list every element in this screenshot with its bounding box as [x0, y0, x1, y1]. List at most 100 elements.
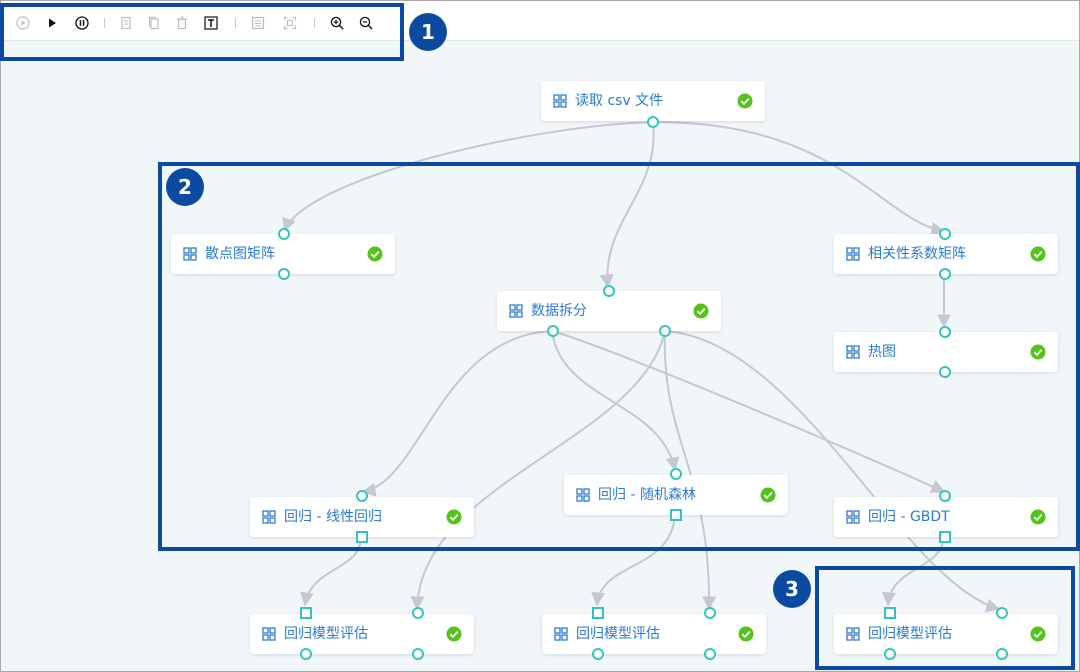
node-scatter-matrix[interactable]: 散点图矩阵: [171, 234, 395, 274]
play-icon[interactable]: [43, 14, 61, 32]
input-port[interactable]: [670, 468, 682, 480]
node-label: 数据拆分: [531, 303, 587, 319]
node-regression-eval[interactable]: 回归模型评估: [834, 614, 1058, 654]
success-check-icon: [1030, 509, 1046, 525]
success-check-icon: [367, 246, 383, 262]
edge: [551, 330, 680, 472]
canvas-toolbar: [1, 1, 1079, 41]
input-port[interactable]: [939, 490, 951, 502]
node-label: 读取 csv 文件: [575, 93, 664, 109]
node-label: 散点图矩阵: [205, 246, 275, 262]
input-port[interactable]: [939, 326, 951, 338]
component-icon: [554, 627, 568, 641]
output-port[interactable]: [592, 648, 604, 660]
node-correlation-matrix[interactable]: 相关性系数矩阵: [834, 234, 1058, 274]
input-port[interactable]: [603, 285, 615, 297]
node-random-forest[interactable]: 回归 - 随机森林: [564, 475, 788, 515]
node-label: 回归 - GBDT: [868, 509, 950, 525]
edge: [664, 330, 1001, 613]
highlight-box-2: [158, 162, 1080, 551]
model-output-port[interactable]: [939, 531, 951, 543]
node-label: 热图: [868, 344, 896, 360]
edge: [663, 330, 717, 611]
edge: [599, 121, 655, 289]
input-port[interactable]: [704, 607, 716, 619]
success-check-icon: [1030, 246, 1046, 262]
output-port[interactable]: [278, 268, 290, 280]
component-icon: [846, 247, 860, 261]
node-label: 回归 - 随机森林: [598, 487, 696, 503]
zoom-in-icon[interactable]: [328, 14, 346, 32]
node-heatmap[interactable]: 热图: [834, 332, 1058, 372]
output-port[interactable]: [884, 648, 896, 660]
run-icon[interactable]: [14, 14, 32, 32]
node-regression-eval[interactable]: 回归模型评估: [542, 614, 766, 654]
badge-2: 2: [166, 168, 204, 206]
model-output-port[interactable]: [356, 531, 368, 543]
component-icon: [846, 627, 860, 641]
badge-1: 1: [409, 13, 447, 51]
copy-icon[interactable]: [117, 14, 135, 32]
paste-icon[interactable]: [145, 14, 163, 32]
component-icon: [846, 345, 860, 359]
output-port[interactable]: [939, 268, 951, 280]
input-port[interactable]: [412, 607, 424, 619]
input-port[interactable]: [278, 228, 290, 240]
fit-view-icon[interactable]: [249, 14, 267, 32]
text-icon[interactable]: [202, 14, 220, 32]
edge: [300, 536, 362, 607]
edge: [652, 120, 946, 236]
output-port[interactable]: [547, 325, 559, 337]
input-port[interactable]: [939, 228, 951, 240]
node-regression-eval[interactable]: 回归模型评估: [250, 614, 474, 654]
success-check-icon: [1030, 344, 1046, 360]
success-check-icon: [1030, 626, 1046, 642]
output-port[interactable]: [647, 116, 659, 128]
input-port[interactable]: [996, 607, 1008, 619]
output-port[interactable]: [704, 648, 716, 660]
success-check-icon: [737, 93, 753, 109]
component-icon: [262, 627, 276, 641]
highlight-box-1: [0, 3, 404, 61]
output-port[interactable]: [659, 325, 671, 337]
zoom-out-icon[interactable]: [357, 14, 375, 32]
toolbar-separator: [104, 18, 105, 28]
node-data-split[interactable]: 数据拆分: [497, 291, 721, 331]
node-gbdt[interactable]: 回归 - GBDT: [834, 497, 1058, 537]
edge: [410, 330, 666, 611]
output-port[interactable]: [412, 648, 424, 660]
success-check-icon: [446, 626, 462, 642]
input-port[interactable]: [356, 490, 368, 502]
highlight-box-3: [815, 566, 1075, 670]
center-view-icon[interactable]: [281, 14, 299, 32]
edge: [551, 330, 946, 493]
component-icon: [846, 510, 860, 524]
pause-icon[interactable]: [73, 14, 91, 32]
component-icon: [262, 510, 276, 524]
node-label: 回归模型评估: [576, 626, 660, 642]
component-icon: [509, 304, 523, 318]
model-input-port[interactable]: [592, 607, 604, 619]
model-output-port[interactable]: [670, 509, 682, 521]
node-label: 回归 - 线性回归: [284, 509, 382, 525]
output-port[interactable]: [939, 366, 951, 378]
output-port[interactable]: [996, 648, 1008, 660]
success-check-icon: [760, 487, 776, 503]
node-label: 回归模型评估: [868, 626, 952, 642]
model-input-port[interactable]: [300, 607, 312, 619]
node-read-csv[interactable]: 读取 csv 文件: [541, 81, 765, 121]
output-port[interactable]: [300, 648, 312, 660]
delete-icon[interactable]: [173, 14, 191, 32]
node-linear-regression[interactable]: 回归 - 线性回归: [250, 497, 474, 537]
success-check-icon: [693, 303, 709, 319]
success-check-icon: [738, 626, 754, 642]
edge: [282, 121, 654, 233]
component-icon: [183, 247, 197, 261]
badge-3: 3: [773, 570, 811, 608]
node-label: 相关性系数矩阵: [868, 246, 966, 262]
edge: [591, 514, 676, 607]
model-input-port[interactable]: [884, 607, 896, 619]
component-icon: [553, 94, 567, 108]
